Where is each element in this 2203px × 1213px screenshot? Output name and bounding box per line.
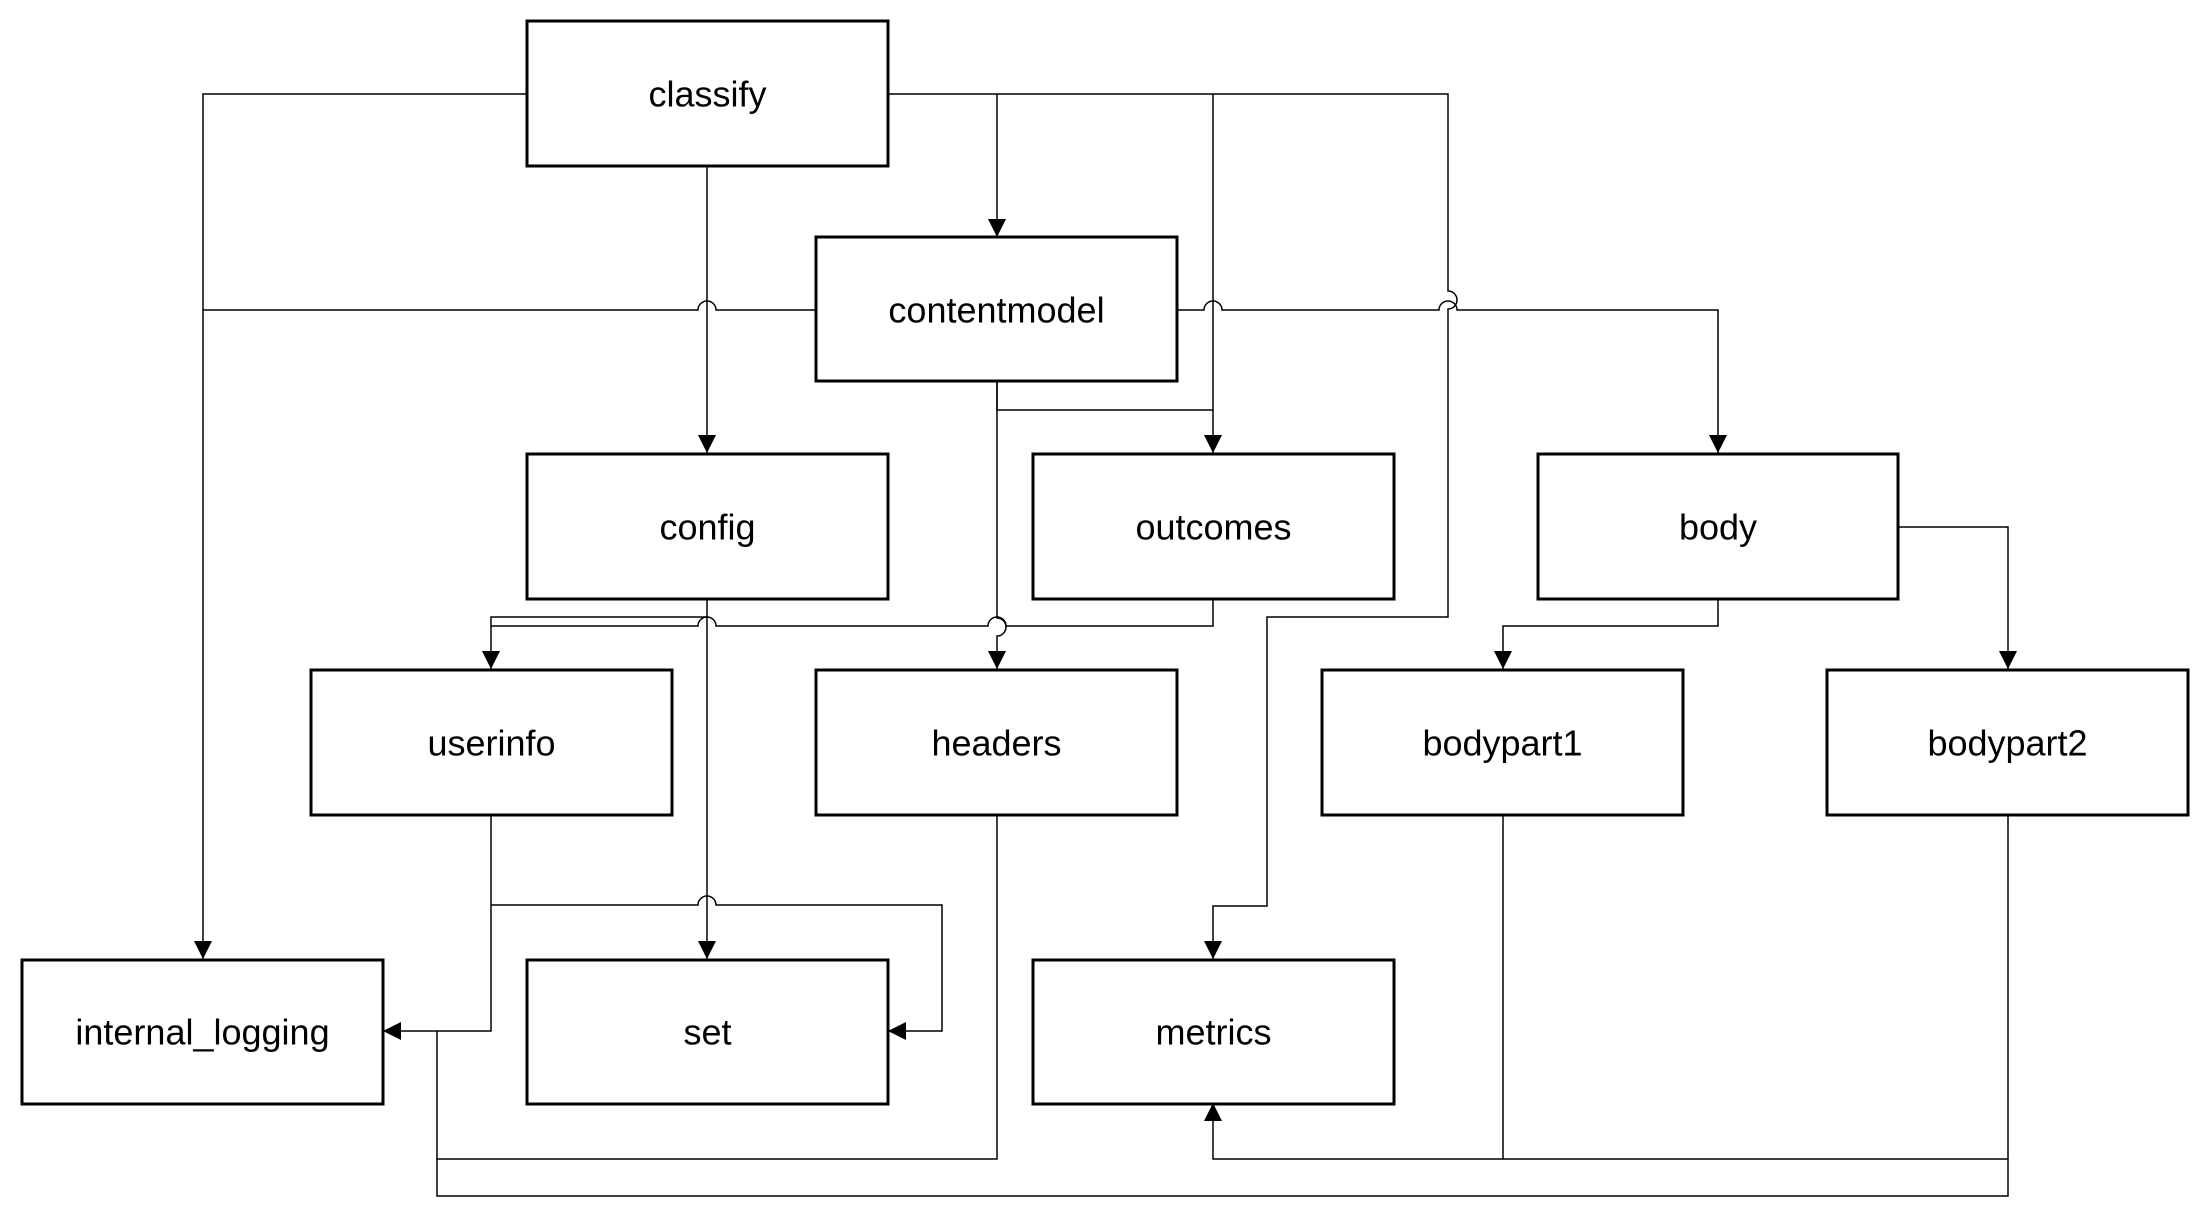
node-label-config: config	[659, 507, 755, 548]
node-metrics[interactable]: metrics	[1031, 958, 1396, 1106]
edge-contentmodel-body	[1177, 300, 1727, 453]
node-headers[interactable]: headers	[814, 668, 1179, 817]
node-label-headers: headers	[931, 723, 1061, 764]
node-bodypart2[interactable]: bodypart2	[1825, 668, 2190, 817]
node-set[interactable]: set	[525, 958, 890, 1106]
node-body[interactable]: body	[1536, 452, 1900, 601]
node-label-bodypart2: bodypart2	[1927, 723, 2087, 764]
node-classify[interactable]: classify	[525, 19, 890, 168]
node-label-classify: classify	[648, 74, 766, 115]
edge-headers-internal-logging	[436, 815, 998, 1160]
edge-classify-internal-logging	[194, 93, 527, 959]
edges	[194, 93, 2017, 1197]
node-label-contentmodel: contentmodel	[888, 290, 1104, 331]
edge-config-userinfo	[482, 599, 708, 669]
edge-classify-contentmodel	[888, 93, 1006, 237]
node-outcomes[interactable]: outcomes	[1031, 452, 1396, 601]
edge-contentmodel-headers	[988, 310, 1007, 669]
node-label-body: body	[1679, 507, 1757, 548]
node-label-metrics: metrics	[1156, 1012, 1272, 1053]
node-config[interactable]: config	[525, 452, 890, 601]
node-label-outcomes: outcomes	[1135, 507, 1291, 548]
edge-bodypart1-metrics	[1204, 815, 1504, 1160]
edge-body-bodypart2	[1898, 526, 2017, 669]
edge-contentmodel-internal-logging	[203, 300, 816, 311]
nodes: classify contentmodel config outcomes bo…	[20, 19, 2190, 1106]
node-label-userinfo: userinfo	[427, 723, 555, 764]
edge-userinfo-internal-logging	[383, 743, 492, 1040]
edge-contentmodel-outcomes	[996, 381, 1213, 411]
node-label-set: set	[683, 1012, 731, 1053]
node-contentmodel[interactable]: contentmodel	[814, 235, 1179, 383]
edge-bodypart2-metrics	[1503, 815, 2009, 1160]
edge-classify-metrics	[1204, 93, 1458, 959]
edge-userinfo-set	[491, 895, 943, 1040]
node-label-bodypart1: bodypart1	[1422, 723, 1582, 764]
edge-bodypart2-internal-logging	[436, 1159, 2009, 1197]
node-internal-logging[interactable]: internal_logging	[20, 958, 385, 1106]
node-bodypart1[interactable]: bodypart1	[1320, 668, 1685, 817]
node-userinfo[interactable]: userinfo	[309, 668, 674, 817]
node-label-internal-logging: internal_logging	[75, 1012, 329, 1053]
edge-outcomes-userinfo	[491, 599, 1214, 627]
edge-body-bodypart1	[1494, 599, 1719, 669]
